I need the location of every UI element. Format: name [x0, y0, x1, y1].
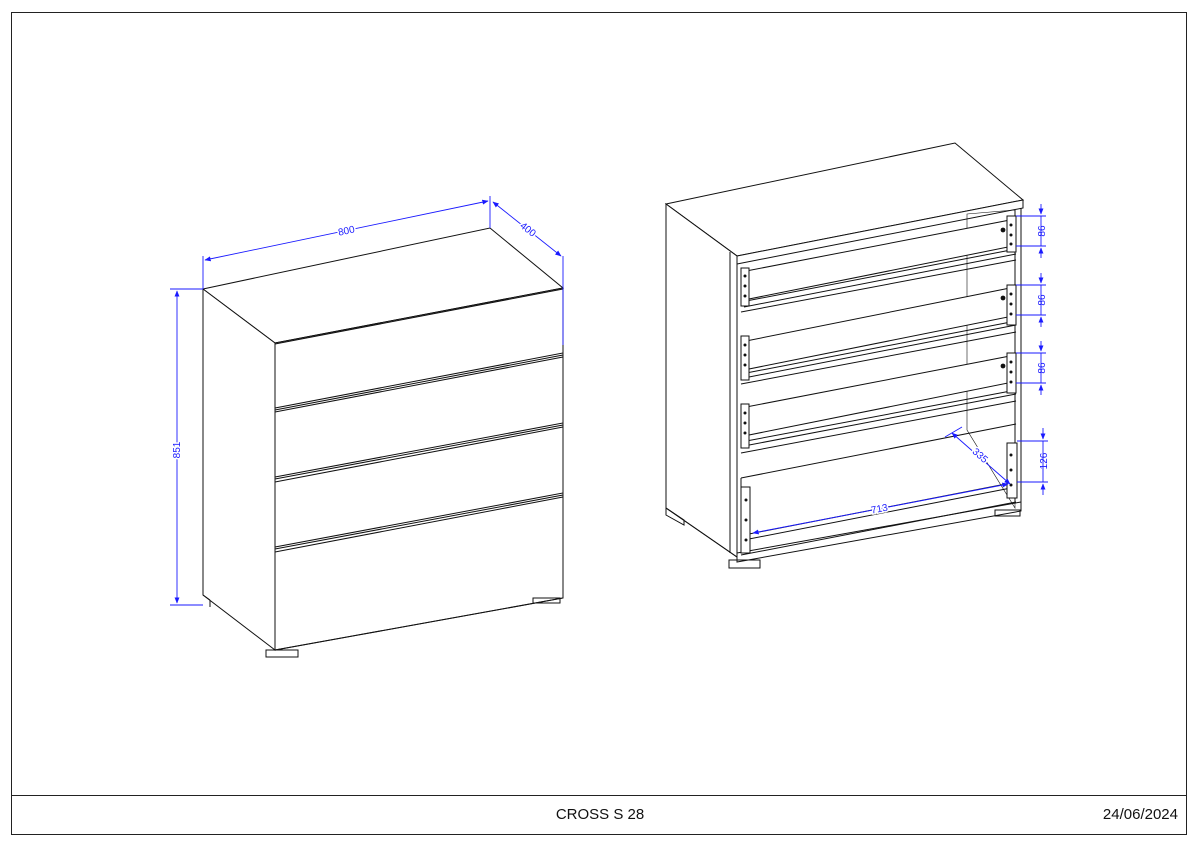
- dim-drawer-4-label: 126: [1039, 452, 1050, 469]
- title-block: [11, 795, 1187, 835]
- foot-front-right: [532, 597, 561, 604]
- drawer-front-3: [274, 426, 564, 548]
- foot-left: [728, 559, 761, 569]
- closed-chest-view: [201, 227, 565, 658]
- foot-front-left: [265, 649, 299, 658]
- dim-drawer-2-label: 86: [1037, 294, 1048, 306]
- drawing-frame: [11, 12, 1187, 835]
- drawer-box-3: [740, 352, 1017, 454]
- dim-drawer-1-label: 86: [1037, 225, 1048, 237]
- dim-inner-width-label: 713: [870, 502, 889, 516]
- dim-width-label: 800: [337, 224, 356, 238]
- dim-height-label: 851: [172, 441, 183, 458]
- open-carcass-view: [664, 142, 1025, 569]
- dim-line-depth: [492, 201, 562, 257]
- drawing-title: CROSS S 28: [555, 806, 645, 823]
- open-carcass-dimensions: [752, 204, 1048, 535]
- dim-line-inner-depth: [951, 432, 1011, 485]
- dim-drawer-3-label: 86: [1037, 362, 1048, 374]
- drawer-front-4: [274, 496, 564, 651]
- dim-line-width: [204, 199, 489, 262]
- closed-chest-dimensions: [170, 196, 564, 606]
- drawer-front-2: [274, 356, 564, 478]
- dim-line-inner-width: [752, 482, 1009, 535]
- drawer-front-1: [274, 288, 564, 409]
- drawing-date: 24/06/2024: [1102, 806, 1178, 823]
